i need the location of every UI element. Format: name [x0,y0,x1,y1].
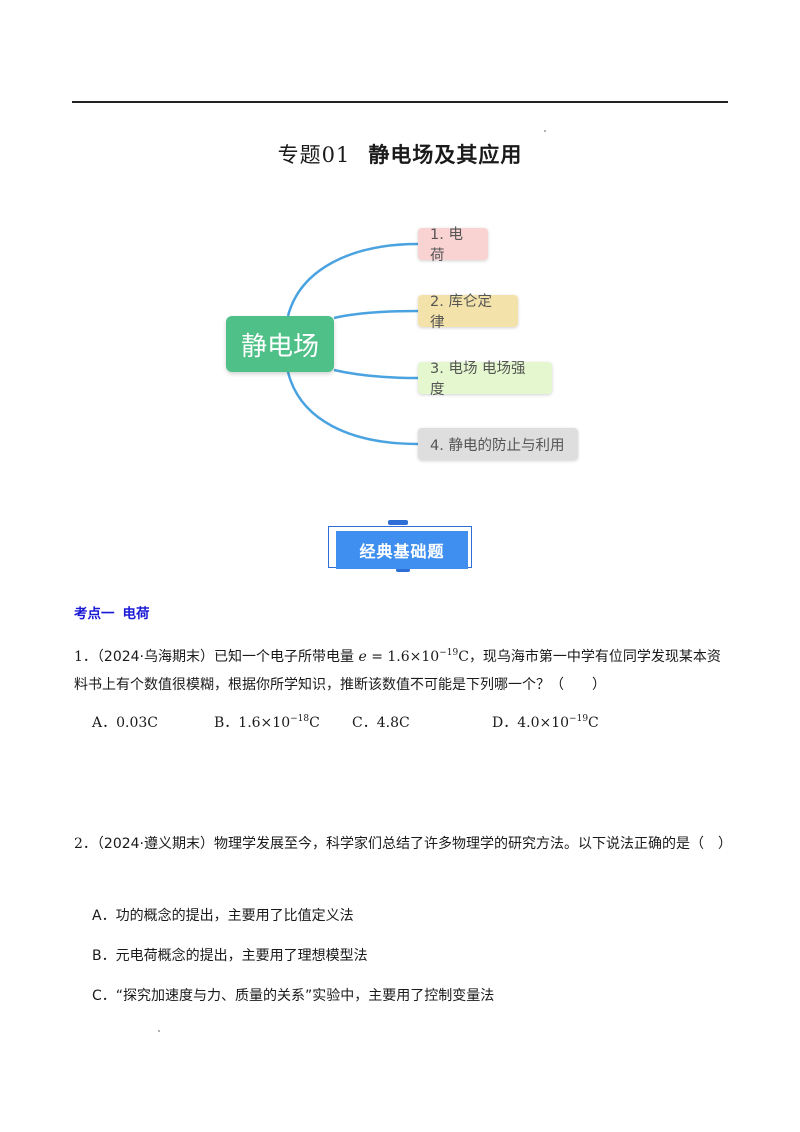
question-number: 2． [74,836,97,852]
question-text: 物理学发展至今，科学家们总结了许多物理学的研究方法。以下说法正确的是（ ） [214,836,733,852]
option-d-value: 4.0×10 [517,715,570,731]
question-text-cont: ，现乌海市第一中学有位同学发现某本资料书上有个数值很模糊，根据你所学知识，推断该… [74,649,721,693]
option-d: D．4.0×10−19C [492,712,599,732]
option-d-exponent: −19 [569,714,589,724]
option-b-value: 1.6×10 [238,715,291,731]
option-a: A．0.03C [92,715,158,731]
section-topic: 电荷 [122,606,150,622]
section-banner: 经典基础题 [328,520,474,576]
section-label: 考点一 [74,606,115,622]
option-d-letter: D． [492,715,518,731]
banner-tab-top [388,520,408,525]
option-b-unit: C [309,715,320,731]
connector-4 [286,371,419,446]
question-1: 1．（2024·乌海期末）已知一个电子所带电量 e = 1.6×10−19C，现… [74,643,734,699]
option-b: B．1.6×10−18C [214,712,320,732]
title-number: 专题01 [277,143,351,167]
q2-option-a: A．功的概念的提出，主要用了比值定义法 [92,908,354,924]
banner-label: 经典基础题 [336,531,468,569]
formula-unit: C [458,649,469,665]
formula-value: = 1.6×10 [366,649,440,665]
option-b-letter: B． [214,715,239,731]
mindmap-branch-charge: 1. 电荷 [418,227,488,264]
question-2: 2．（2024·遵义期末）物理学发展至今，科学家们总结了许多物理学的研究方法。以… [74,830,734,858]
stray-dot [544,130,546,132]
q2-option-b: B．元电荷概念的提出，主要用了理想模型法 [92,948,368,964]
question-source: （2024·遵义期末） [96,836,215,852]
banner-tab-bottom [396,568,410,572]
mindmap-branch-electrostatic-protection: 4. 静电的防止与利用 [418,428,578,460]
q2-option-c: C．“探究加速度与力、质量的关系”实验中，主要用了控制变量法 [92,988,495,1004]
title-text: 静电场及其应用 [368,143,523,167]
section-heading: 考点一电荷 [74,602,150,622]
mindmap-branch-electric-field: 3. 电场 电场强度 [418,361,552,398]
mindmap-center-node: 静电场 [226,316,334,372]
mindmap-branch-coulomb-law: 2. 库仑定律 [418,294,518,331]
connector-3 [333,368,419,380]
stray-dot [158,1030,160,1032]
option-d-unit: C [588,715,599,731]
question-number: 1． [74,649,97,665]
question-text: 已知一个电子所带电量 [214,649,359,665]
connector-1 [286,242,419,317]
page-title: 专题01 静电场及其应用 [0,139,800,169]
formula-variable: e [358,649,367,665]
formula-exponent: −19 [439,648,459,658]
question-source: （2024·乌海期末） [96,649,215,665]
connector-2 [333,309,419,320]
header-rule [72,101,728,103]
option-b-exponent: −18 [290,714,310,724]
option-c: C．4.8C [352,715,410,731]
